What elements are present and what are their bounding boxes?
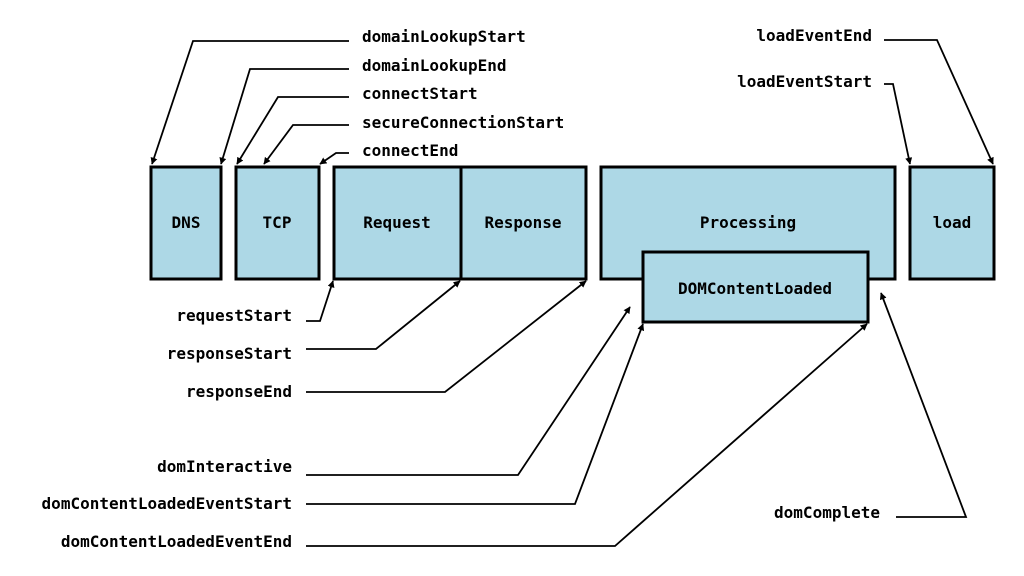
domain-lookup-start-label: domainLookupStart <box>362 27 526 46</box>
connect-start-arrow <box>236 96 349 165</box>
dns-box <box>149 165 223 281</box>
load-label: load <box>933 213 972 232</box>
dom-content-loaded-event-end-arrow <box>306 323 868 547</box>
processing-label: Processing <box>700 213 796 232</box>
domain-lookup-end-label: domainLookupEnd <box>362 56 507 75</box>
tcp-label: TCP <box>263 213 292 232</box>
response-end-arrow <box>306 280 587 393</box>
request-start-arrow <box>306 280 335 322</box>
load-event-end-arrow <box>884 39 994 165</box>
dns-label: DNS <box>172 213 201 232</box>
request-label: Request <box>363 213 430 232</box>
dom-content-loaded-label: DOMContentLoaded <box>678 279 832 298</box>
connect-end-arrow <box>319 152 349 165</box>
dom-complete-label: domComplete <box>774 503 880 522</box>
request-box <box>332 165 463 281</box>
load-event-end-label: loadEventEnd <box>756 26 872 45</box>
response-label: Response <box>484 213 561 232</box>
dom-interactive-arrow <box>306 306 631 476</box>
response-end-label: responseEnd <box>186 382 292 401</box>
dom-content-loaded-event-start-label: domContentLoadedEventStart <box>42 494 292 513</box>
connect-start-label: connectStart <box>362 84 478 103</box>
dom-complete-arrow <box>879 292 968 518</box>
response-box <box>459 165 588 281</box>
secure-connection-start-arrow <box>263 124 349 165</box>
dom-content-loaded-box <box>641 250 870 324</box>
dom-content-loaded-event-end-label: domContentLoadedEventEnd <box>61 532 292 551</box>
connect-end-label: connectEnd <box>362 141 458 160</box>
secure-connection-start-label: secureConnectionStart <box>362 113 564 132</box>
dom-content-loaded-event-start-arrow <box>306 323 645 505</box>
load-box <box>908 165 996 281</box>
load-event-start-label: loadEventStart <box>737 72 872 91</box>
dom-interactive-label: domInteractive <box>157 457 292 476</box>
load-event-start-arrow <box>884 83 913 165</box>
tcp-box <box>234 165 321 281</box>
domain-lookup-end-arrow <box>219 68 349 165</box>
request-start-label: requestStart <box>176 306 292 325</box>
response-start-label: responseStart <box>167 344 292 363</box>
domain-lookup-start-arrow <box>150 40 349 165</box>
response-start-arrow <box>306 280 461 350</box>
